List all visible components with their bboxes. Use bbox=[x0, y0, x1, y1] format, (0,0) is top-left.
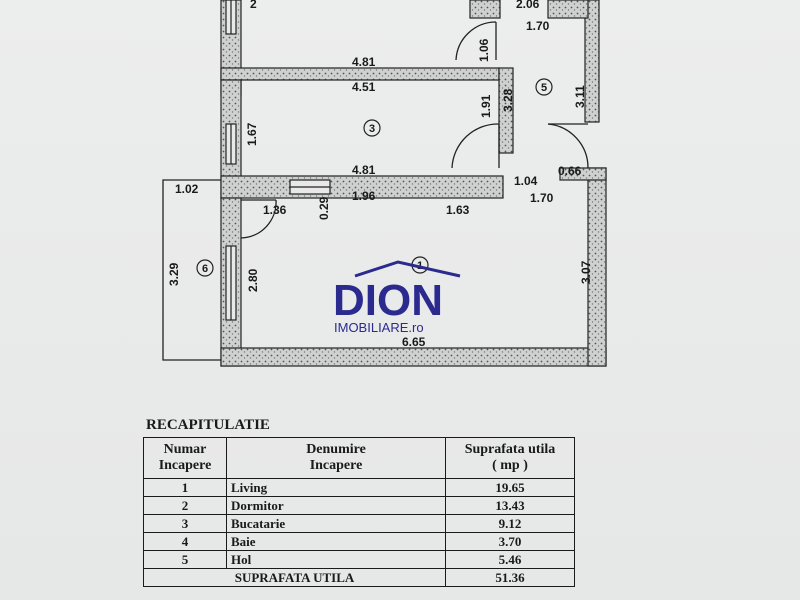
dim-label: 1.91 bbox=[479, 94, 493, 118]
dim-label: 0.29 bbox=[317, 196, 331, 220]
cell-area: 13.43 bbox=[445, 496, 575, 515]
table-row: 4 Baie 3.70 bbox=[143, 532, 575, 551]
total-label: SUPRAFATA UTILA bbox=[143, 568, 446, 587]
cell-name: Hol bbox=[226, 550, 446, 569]
header-area: Suprafata utila ( mp ) bbox=[445, 437, 575, 479]
dim-label: 2.80 bbox=[246, 268, 260, 292]
dim-label: 4.81 bbox=[352, 163, 376, 177]
header-num: Numar Incapere bbox=[143, 437, 227, 479]
dim-label: 3.11 bbox=[573, 85, 587, 108]
dimension-labels: 2 2.06 1.70 1.06 4.81 4.51 1.91 3.28 3.1… bbox=[167, 0, 593, 349]
cell-name: Bucatarie bbox=[226, 514, 446, 533]
recap-title: RECAPITULATIE bbox=[146, 417, 270, 433]
dim-label: 1.67 bbox=[245, 122, 259, 146]
dim-label: 1.36 bbox=[263, 203, 287, 217]
dim-label: 1.96 bbox=[352, 189, 376, 203]
cell-num: 2 bbox=[143, 496, 227, 515]
doors bbox=[240, 21, 589, 239]
table-row: 3 Bucatarie 9.12 bbox=[143, 514, 575, 533]
dim-label: 4.51 bbox=[352, 80, 376, 94]
balcony bbox=[162, 179, 221, 361]
cell-num: 3 bbox=[143, 514, 227, 533]
dim-label: 1.06 bbox=[477, 38, 491, 62]
cell-name: Dormitor bbox=[226, 496, 446, 515]
wall-top-hall bbox=[469, 0, 501, 19]
logo-sub-text: IMOBILIARE.ro bbox=[334, 320, 424, 335]
cell-area: 9.12 bbox=[445, 514, 575, 533]
dim-label: 3.07 bbox=[579, 260, 593, 284]
room-marker-3 bbox=[363, 119, 381, 137]
wall-top-living-right bbox=[559, 167, 607, 181]
dim-label: 1.70 bbox=[526, 19, 550, 33]
dim-label: 0.66 bbox=[558, 164, 582, 178]
wall-horizontal-upper bbox=[220, 67, 500, 81]
room-number-3: 3 bbox=[369, 123, 375, 135]
dim-label: 4.81 bbox=[352, 55, 376, 69]
dim-label: 1.02 bbox=[175, 182, 199, 196]
dim-label: 3.28 bbox=[501, 88, 515, 112]
logo-brand-text: DION bbox=[333, 276, 443, 325]
cell-name: Baie bbox=[226, 532, 446, 551]
cell-num: 1 bbox=[143, 478, 227, 497]
dim-label: 6.65 bbox=[402, 335, 426, 349]
windows bbox=[225, 0, 331, 321]
table-row: 5 Hol 5.46 bbox=[143, 550, 575, 569]
table-row: 2 Dormitor 13.43 bbox=[143, 496, 575, 515]
wall-right-hall bbox=[584, 0, 600, 123]
table-header-row: Numar Incapere Denumire Incapere Suprafa… bbox=[143, 437, 575, 479]
area-summary-table: Numar Incapere Denumire Incapere Suprafa… bbox=[143, 437, 575, 587]
cell-num: 4 bbox=[143, 532, 227, 551]
header-name: Denumire Incapere bbox=[226, 437, 446, 479]
table-total-row: SUPRAFATA UTILA 51.36 bbox=[143, 568, 575, 587]
room-marker-6 bbox=[196, 259, 214, 277]
dim-label: 1.04 bbox=[514, 174, 538, 188]
dion-logo-watermark: DION IMOBILIARE.ro bbox=[333, 260, 461, 335]
room-marker-5 bbox=[535, 78, 553, 96]
cell-num: 5 bbox=[143, 550, 227, 569]
cell-area: 3.70 bbox=[445, 532, 575, 551]
dim-label: 2.06 bbox=[516, 0, 540, 11]
dim-label: 2 bbox=[250, 0, 257, 11]
cell-area: 19.65 bbox=[445, 478, 575, 497]
cell-name: Living bbox=[226, 478, 446, 497]
wall-top-hall-right bbox=[547, 0, 589, 19]
wall-bottom-living bbox=[220, 347, 607, 367]
dim-label: 3.29 bbox=[167, 262, 181, 286]
wall-right-room3 bbox=[498, 67, 514, 154]
cell-area: 5.46 bbox=[445, 550, 575, 569]
dim-label: 1.63 bbox=[446, 203, 470, 217]
floor-plan-drawing: 3 5 6 1 2 2.06 1.70 1.06 4.81 4.51 1.91 … bbox=[162, 0, 607, 367]
room-number-5: 5 bbox=[541, 82, 547, 94]
table-row: 1 Living 19.65 bbox=[143, 478, 575, 497]
dim-label: 1.70 bbox=[530, 191, 554, 205]
room-number-6: 6 bbox=[202, 263, 208, 275]
total-area: 51.36 bbox=[445, 568, 575, 587]
